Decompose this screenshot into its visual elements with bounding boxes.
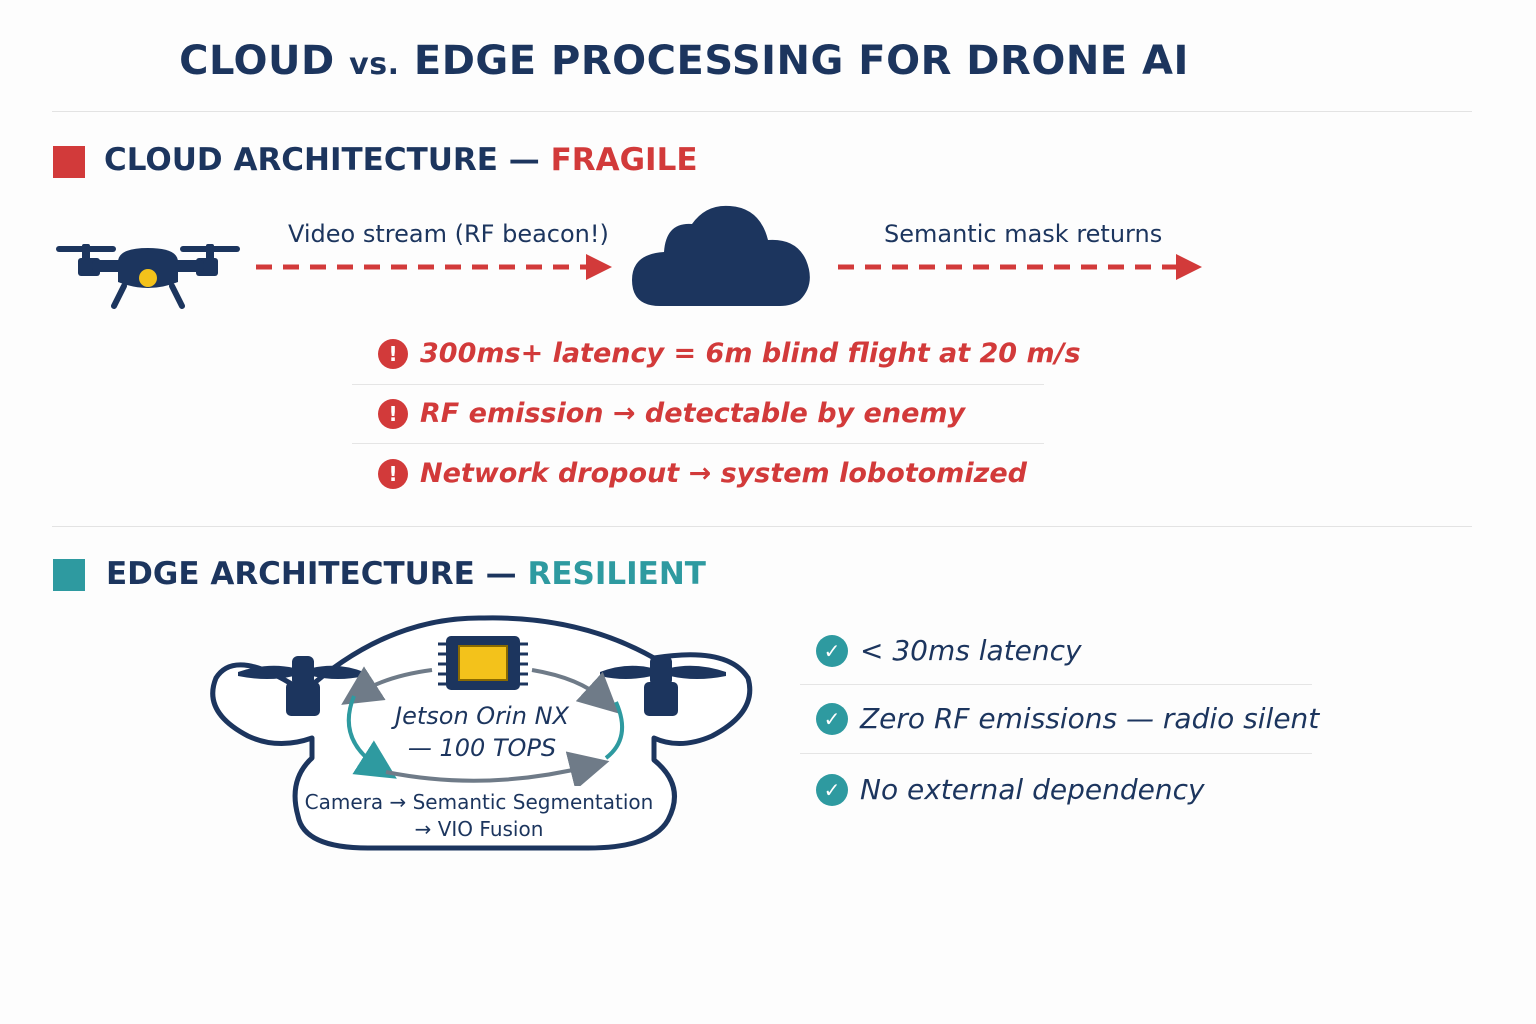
warning-icon: ! <box>378 398 408 429</box>
title-cloud: CLOUD <box>179 38 335 84</box>
benefit-item: ✓ < 30ms latency <box>816 634 1082 667</box>
downlink-arrow <box>838 254 1202 280</box>
title-rest: EDGE PROCESSING FOR DRONE AI <box>413 38 1189 84</box>
check-icon: ✓ <box>816 702 848 735</box>
uplink-arrow <box>256 254 612 280</box>
warning-item: ! Network dropout → system lobotomized <box>378 458 1027 489</box>
warning-item: ! 300ms+ latency = 6m blind flight at 20… <box>378 338 1081 369</box>
benefit-divider <box>800 684 1312 685</box>
edge-section-heading: EDGE ARCHITECTURE — RESILIENT <box>106 556 706 592</box>
warning-icon: ! <box>378 338 408 369</box>
downlink-label: Semantic mask returns <box>884 220 1163 248</box>
check-icon: ✓ <box>816 634 848 667</box>
benefit-divider <box>800 753 1312 754</box>
cloud-section-marker <box>53 146 85 178</box>
title-vs: vs. <box>349 47 400 82</box>
processor-label: Jetson Orin NX — 100 TOPS <box>395 702 569 762</box>
warning-item: ! RF emission → detectable by enemy <box>378 398 965 429</box>
uplink-label: Video stream (RF beacon!) <box>288 220 609 248</box>
cloud-icon <box>632 205 810 306</box>
warning-icon: ! <box>378 458 408 489</box>
title-divider <box>52 111 1472 112</box>
edge-section-marker <box>53 559 85 591</box>
cloud-status: FRAGILE <box>550 142 698 178</box>
processor-chip-icon <box>438 636 528 690</box>
benefit-item: ✓ Zero RF emissions — radio silent <box>816 702 1319 735</box>
pipeline-label: Camera → Semantic Segmentation → VIO Fus… <box>304 790 654 841</box>
section-divider <box>52 526 1472 527</box>
warning-divider <box>352 384 1044 385</box>
warning-divider <box>352 443 1044 444</box>
check-icon: ✓ <box>816 773 848 806</box>
cloud-section-heading: CLOUD ARCHITECTURE — FRAGILE <box>104 142 698 178</box>
benefit-item: ✓ No external dependency <box>816 773 1205 806</box>
page-title: CLOUD vs. EDGE PROCESSING FOR DRONE AI <box>0 38 1368 84</box>
cycle-arrows-icon <box>341 666 624 786</box>
drone-icon <box>56 244 240 309</box>
edge-status: RESILIENT <box>527 556 706 592</box>
